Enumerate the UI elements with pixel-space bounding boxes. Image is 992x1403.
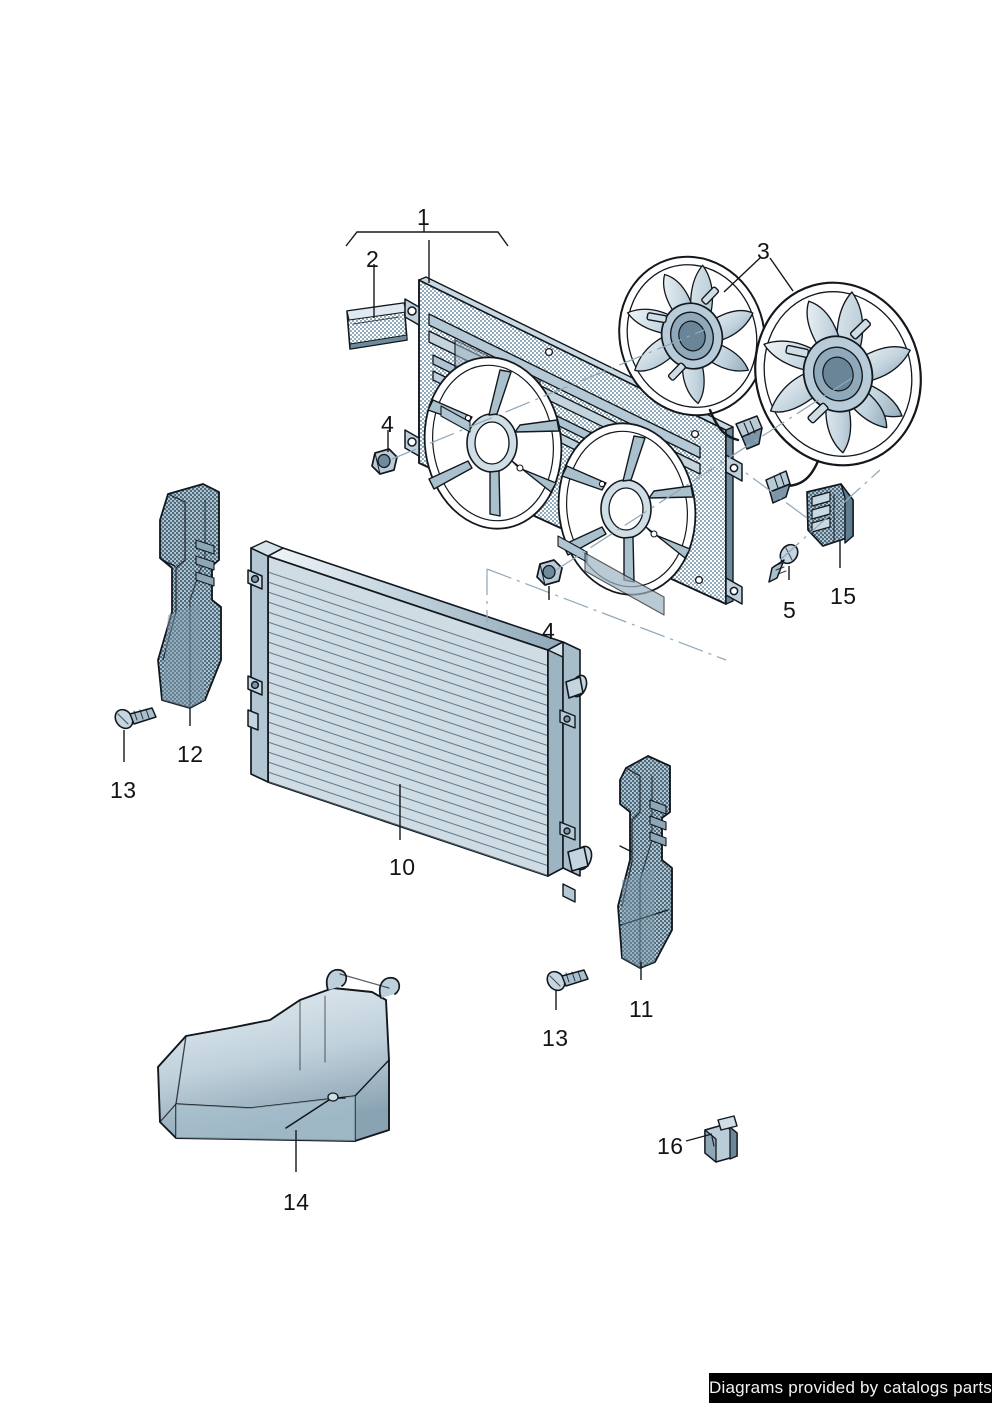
part-16-clip xyxy=(704,1115,738,1163)
part-4-nut-lower xyxy=(536,559,563,586)
callout-2: 2 xyxy=(366,246,380,272)
part-14-air-duct xyxy=(157,968,401,1142)
part-3-fan-a xyxy=(618,255,766,450)
callout-3: 3 xyxy=(757,238,771,264)
callout-12: 12 xyxy=(177,741,204,767)
callout-15: 15 xyxy=(830,583,857,609)
callout-16: 16 xyxy=(657,1133,684,1159)
callout-10: 10 xyxy=(389,854,416,880)
callout-14: 14 xyxy=(283,1189,310,1215)
part-2-sealing-strip xyxy=(346,302,408,350)
part-12-air-guide-left xyxy=(157,483,222,709)
callout-4-upper: 4 xyxy=(381,411,395,437)
callout-13-lower: 13 xyxy=(542,1025,569,1051)
callout-11: 11 xyxy=(629,996,654,1022)
part-11-air-guide-right xyxy=(617,755,673,969)
watermark-band: Diagrams provided by catalogs parts xyxy=(709,1373,992,1403)
part-10-radiator xyxy=(247,540,593,903)
leader-lines xyxy=(123,222,841,1172)
callout-5: 5 xyxy=(783,597,797,623)
callout-1: 1 xyxy=(417,204,431,230)
part-3-fan-b xyxy=(754,281,922,504)
part-13-screw-lower xyxy=(546,969,589,992)
callout-13-upper: 13 xyxy=(110,777,137,803)
watermark-text: Diagrams provided by catalogs parts xyxy=(709,1378,992,1397)
part-13-screw-upper xyxy=(114,707,157,730)
part-15-connector xyxy=(806,483,854,547)
callout-4-lower: 4 xyxy=(542,618,556,644)
assembly-axis-lines xyxy=(391,329,881,661)
part-5-bolt xyxy=(768,543,799,583)
part-4-nut-upper xyxy=(371,448,398,475)
